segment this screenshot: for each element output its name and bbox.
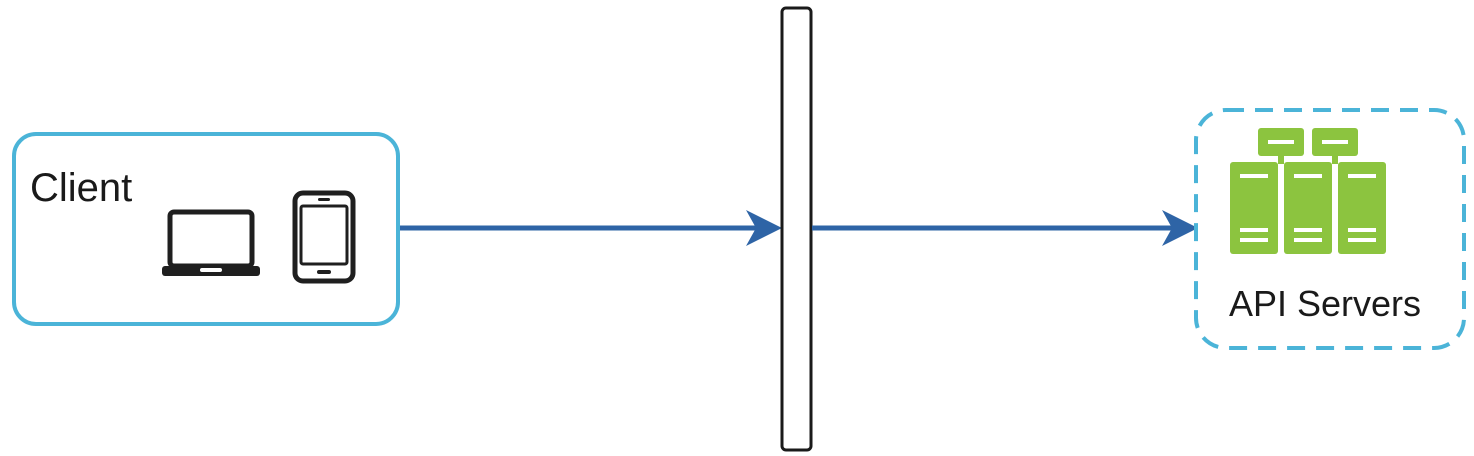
gateway-bar	[780, 6, 813, 452]
api-servers-label: API Servers	[1228, 283, 1422, 324]
laptop-icon	[162, 209, 260, 276]
tablet-icon	[292, 190, 356, 284]
edge-client-to-gateway	[400, 210, 782, 246]
client-label: Client	[30, 166, 133, 210]
client-node: Client	[12, 132, 400, 326]
edge-gateway-to-api	[812, 210, 1198, 246]
server-rack-icon	[1230, 128, 1386, 254]
api-servers-node	[1194, 108, 1466, 350]
